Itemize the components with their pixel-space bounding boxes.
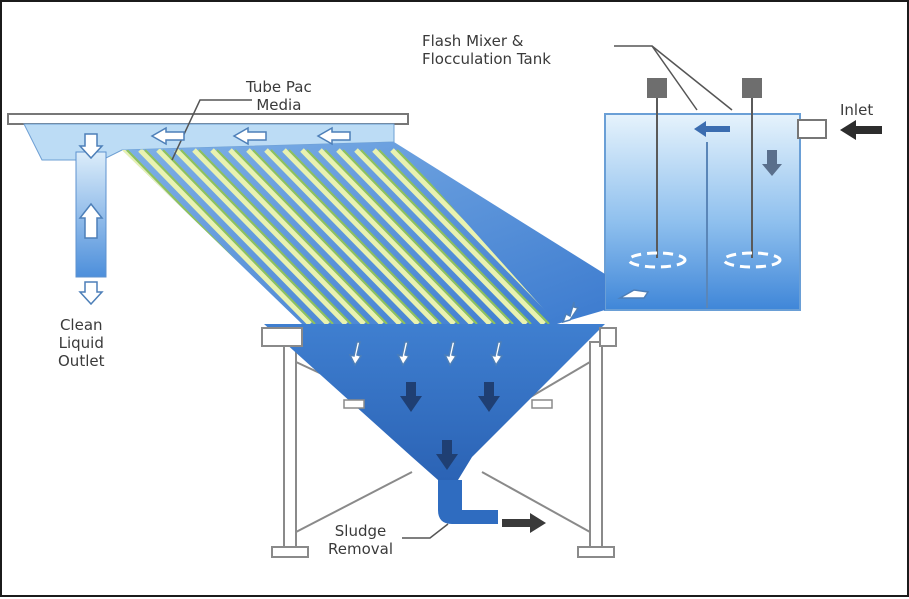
arrow-icon (489, 341, 504, 367)
tube-stripe-edge (342, 149, 514, 324)
tube-stripe (192, 148, 366, 324)
arrow-icon (502, 513, 546, 533)
flash-mixer-tank (604, 113, 801, 311)
arrow-icon (396, 341, 411, 367)
arrow-icon (762, 150, 782, 176)
arrow-icon (78, 281, 104, 306)
flow-arrows-light (78, 126, 650, 367)
impeller-icon (627, 251, 687, 269)
tube-stripe (372, 148, 546, 324)
tube-stripe-edge (360, 149, 532, 324)
tube-stripe-edge (198, 149, 370, 324)
arrow-icon (443, 341, 458, 367)
tube-stripe-edge (378, 149, 550, 324)
flow-arrows-dark (400, 120, 882, 533)
leader-flash-mixer-2 (651, 45, 733, 111)
inlet-pipe (797, 119, 827, 139)
mixer-right (722, 78, 782, 269)
tube-stripe (354, 148, 528, 324)
arrow-icon (478, 382, 500, 412)
tube-stripe (282, 148, 456, 324)
arrow-icon (840, 120, 882, 140)
motor-icon (742, 78, 762, 98)
arrow-icon (400, 382, 422, 412)
arrow-icon (694, 121, 730, 137)
top-launder-bar (7, 113, 409, 125)
tube-stripe-edge (252, 149, 424, 324)
tube-stripe (210, 148, 384, 324)
label-inlet: Inlet (840, 101, 874, 119)
tube-stripe-edge (216, 149, 388, 324)
arrow-icon (348, 341, 363, 367)
tube-stripe (174, 148, 348, 324)
mixer-left (627, 78, 687, 269)
arrow-icon (78, 133, 104, 160)
tube-stripe-edge (270, 149, 442, 324)
tube-stripe (264, 148, 438, 324)
arrow-icon (436, 440, 458, 470)
tube-stripe (138, 148, 312, 324)
tube-stripe (336, 148, 510, 324)
ledge-right (599, 327, 617, 347)
tube-stripe-edge (180, 149, 352, 324)
tube-stripe-edge (288, 149, 460, 324)
tube-stripe (318, 148, 492, 324)
impeller-icon (722, 251, 782, 269)
sludge-hopper (264, 324, 605, 480)
leader-sludge (402, 523, 449, 539)
tube-stripe (156, 148, 330, 324)
tube-stripe-edge (234, 149, 406, 324)
tube-stripe (300, 148, 474, 324)
tube-stripe (228, 148, 402, 324)
arrow-icon (617, 289, 650, 299)
arrow-icon (316, 126, 351, 146)
arrow-icon (561, 301, 580, 324)
label-flash-mixer: Flash Mixer & Flocculation Tank (422, 32, 551, 68)
arrow-icon (232, 126, 267, 146)
label-sludge-removal: Sludge Removal (328, 522, 394, 558)
label-tube-pac-media: Tube Pac Media (246, 78, 312, 114)
tube-stripe-edge (144, 149, 316, 324)
tube-stripe (246, 148, 420, 324)
label-clean-liquid-outlet: Clean Liquid Outlet (58, 316, 105, 370)
arrow-icon (78, 202, 104, 239)
arrow-icon (150, 126, 185, 146)
motor-icon (647, 78, 667, 98)
tube-stripe-edge (162, 149, 334, 324)
tube-stripe-edge (324, 149, 496, 324)
tube-stripe-edge (306, 149, 478, 324)
ledge-left (261, 327, 303, 347)
sludge-pipe (438, 480, 498, 524)
